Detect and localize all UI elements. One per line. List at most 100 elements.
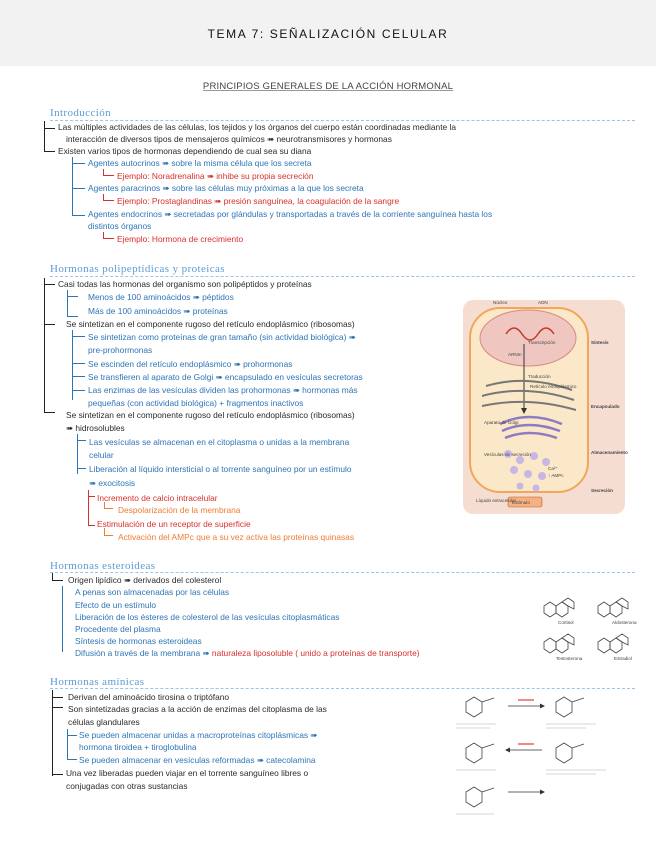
section-divider [50, 120, 635, 121]
molecule-label-cortisol: Cortisol [558, 620, 574, 625]
intro-endocrinos-1: Agentes endocrinos ➠ secretadas por glán… [88, 209, 493, 219]
figure-label-nucleus: Núcleo [493, 300, 508, 305]
poly-line-19: Estimulación de un receptor de superfici… [97, 519, 251, 529]
bracket [44, 145, 55, 152]
golgi-cisterna [504, 431, 558, 440]
ster-line-1: Origen lipídico ➠ derivados del colester… [68, 575, 222, 585]
poly-line-9: Las enzimas de las vesículas dividen las… [88, 385, 358, 395]
steroid-molecule-2 [597, 597, 629, 618]
bracket [72, 157, 85, 164]
amin-line-6: Se pueden almacenar en vesículas reforma… [79, 755, 316, 765]
poly-line-3: Más de 100 aminoácidos ➠ proteínas [88, 306, 228, 316]
poly-line-13: Las vesículas se almacenan en el citopla… [89, 437, 350, 447]
figure-label-calcium: Ca²⁺ [548, 466, 558, 471]
figure-label-camp: ↑ AMPc [548, 473, 564, 478]
ring-norepinephrine [555, 742, 573, 764]
intro-line-2: interacción de diversos tipos de mensaje… [66, 134, 392, 144]
bracket [103, 232, 114, 239]
figure-label-encapsulation: Encapsulado [591, 404, 620, 409]
bracket [52, 573, 63, 581]
figure-label-vesicles: Vesículas de secreción [484, 452, 531, 457]
ring-epinephrine [465, 786, 483, 808]
figure-label-er: Retículo endoplásmico [530, 384, 577, 389]
bracket [104, 528, 113, 536]
figure-label-extracellular: Líquido extracelular [476, 498, 517, 503]
header-bar: TEMA 7: SEÑALIZACIÓN CELULAR [0, 0, 656, 66]
molecule-label-aldosterone: Aldosterona [612, 620, 637, 625]
figure-label-secretion: Secreción [591, 488, 613, 493]
ster-line-2: A penas son almacenadas por las células [75, 587, 230, 597]
er-membrane [481, 389, 575, 401]
bracket [72, 380, 85, 391]
bracket-line [88, 490, 89, 526]
poly-line-8: Se transfieren al aparato de Golgi ➠ enc… [88, 372, 363, 382]
figure-label-mrna: ARNm [508, 352, 522, 357]
bracket [67, 304, 78, 317]
bracket [72, 204, 85, 216]
bracket-line [67, 290, 68, 316]
bracket [67, 729, 77, 736]
bracket-line [52, 690, 53, 776]
amin-line-5: hormona tiroidea + tiroglobulina [79, 742, 197, 752]
bracket [52, 690, 63, 698]
intro-autocrinos: Agentes autocrinos ➠ sobre la misma célu… [88, 158, 312, 168]
bracket-line [72, 330, 73, 400]
poly-line-15: Liberación al líquido intersticial o al … [89, 464, 352, 474]
poly-line-18: Despolarización de la membrana [118, 505, 241, 515]
bracket-line [44, 121, 45, 151]
bracket [77, 459, 86, 469]
bracket [88, 515, 95, 526]
poly-line-2: Menos de 100 aminoácidos ➠ péptidos [88, 292, 234, 302]
poly-line-5: Se sintetizan como proteínas de gran tam… [88, 332, 356, 342]
ring-dopa [555, 696, 573, 718]
ster-line-6: Síntesis de hormonas esteroideas [75, 636, 202, 646]
steroid-molecule-4 [597, 633, 629, 654]
section-heading-polypeptides: Hormonas polipeptídicas y proteicas [50, 263, 225, 275]
steroid-molecule-3 [543, 633, 575, 654]
bracket [103, 194, 114, 201]
ster-line-7: Difusión a través de la membrana ➠ natur… [75, 647, 420, 659]
arrow-head [540, 703, 545, 709]
poly-line-4: Se sintetizan en el componente rugoso de… [66, 319, 355, 329]
steroid-structures-figure [543, 597, 629, 654]
amin-line-8: conjugadas con otras sustancias [66, 781, 188, 791]
ster-line-3: Efecto de un estímulo [75, 600, 157, 610]
bracket [52, 703, 63, 708]
amin-line-3: células glandulares [68, 717, 140, 727]
arrow-head [505, 747, 510, 753]
secretory-vesicles [504, 450, 550, 492]
poly-line-1: Casi todas las hormonas del organismo so… [58, 279, 312, 289]
figure-label-storage: Almacenamiento [591, 450, 628, 455]
figure-label-translation: Traducción [528, 374, 551, 379]
er-membrane [481, 400, 577, 411]
bracket-line [67, 729, 68, 759]
dna-strand [505, 327, 555, 341]
figure-label-transcription: Transcripción [528, 340, 556, 345]
intro-endocrinos-2: distintos órganos [88, 221, 152, 231]
amin-line-7: Una vez liberadas pueden viajar en el to… [66, 768, 309, 778]
er-membrane [485, 379, 573, 391]
page-subtitle: PRINCIPIOS GENERALES DE LA ACCIÓN HORMON… [202, 81, 454, 92]
molecule-label-estradiol: Estradiol [614, 656, 632, 661]
bracket [52, 766, 63, 775]
bracket [77, 434, 86, 441]
bracket [72, 178, 85, 189]
section-divider [50, 572, 635, 573]
poly-line-20: Activación del AMPc que a su vez activa … [118, 532, 355, 542]
ring-tyrosine [465, 696, 483, 718]
ster-line-7-highlight: naturaleza liposoluble ( unido a proteín… [211, 648, 420, 658]
section-divider [50, 276, 635, 277]
section-heading-steroids: Hormonas esteroideas [50, 560, 156, 572]
arrow-head [521, 408, 527, 414]
intro-paracrinos: Agentes paracrinos ➠ sobre las células m… [88, 183, 364, 193]
golgi-cisterna [501, 423, 561, 433]
section-heading-amines: Hormonas amínicas [50, 676, 145, 688]
intro-endocrinos-example: Ejemplo: Hormona de crecimiento [117, 234, 244, 244]
section-divider [50, 688, 635, 689]
bracket [67, 290, 78, 297]
intro-autocrinos-example: Ejemplo: Noradrenalina ➠ inhibe su propi… [117, 171, 314, 181]
ster-line-4: Liberación de los ésteres de colesterol … [75, 612, 340, 622]
bracket-line [77, 434, 78, 474]
intro-line-3: Existen varios tipos de hormonas dependi… [58, 146, 312, 156]
bracket [72, 368, 85, 377]
